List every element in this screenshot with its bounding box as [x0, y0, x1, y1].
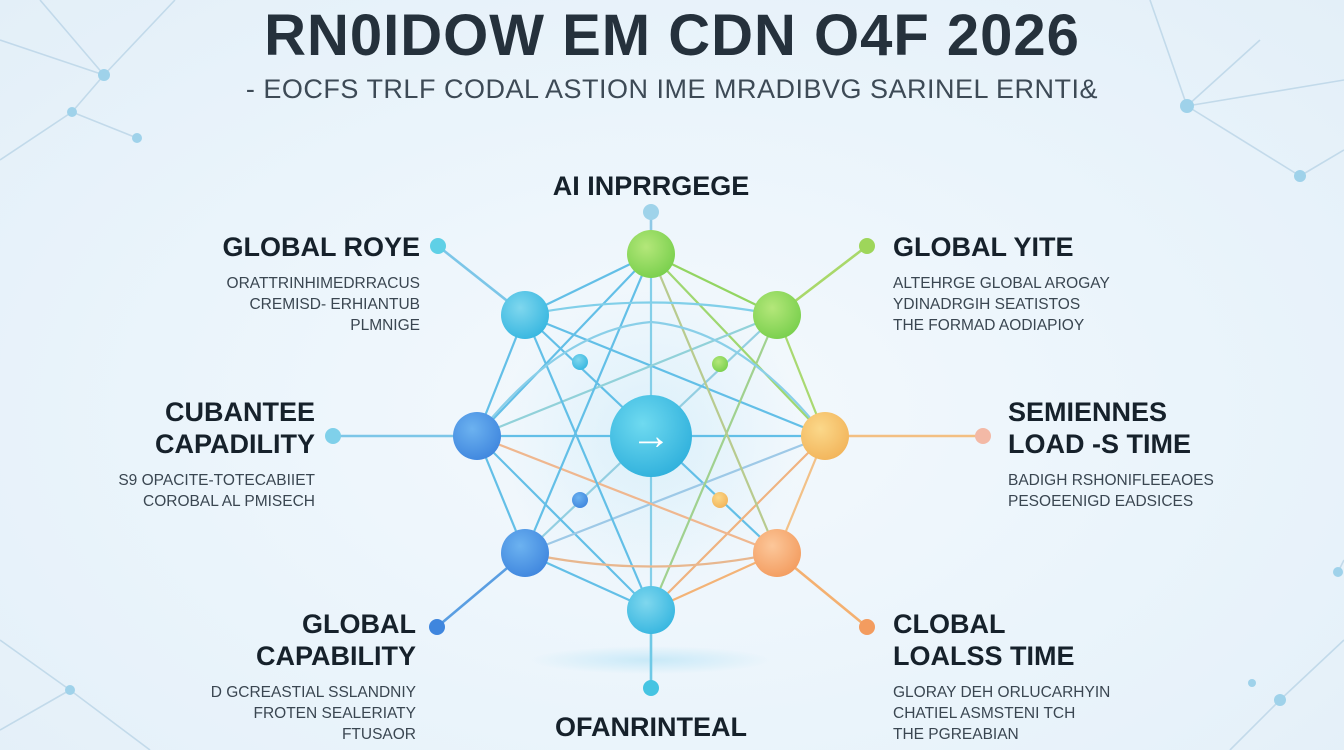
heading-line: LOAD -S TIME [1008, 429, 1191, 459]
node-top-left-heading: GLOBAL ROYE [170, 231, 420, 263]
desc-line: PLMNIGE [350, 317, 420, 334]
page-title: RN0IDOW EM CDN O4F 2026 [264, 3, 1080, 68]
node-mid-left: CUBANTEE CAPADILITY S9 OPACITE-TOTECABII… [70, 396, 315, 512]
node-top-left-desc: ORATTRINHIMEDRRACUS CREMISD- ERHIANTUB P… [170, 273, 420, 336]
desc-line: COROBAL AL PMISECH [143, 493, 315, 510]
hub-nodes [453, 230, 849, 634]
node-bottom-left-heading: GLOBAL CAPABILITY [170, 608, 416, 672]
desc-line: CHATIEL ASMSTENI TCH [893, 705, 1076, 722]
center-node [610, 395, 692, 477]
desc-line: BADIGH RSHONIFLEEAOES [1008, 472, 1214, 489]
desc-line: PESOEENIGD EADSICES [1008, 493, 1194, 510]
leader-endpoints [325, 204, 991, 696]
node-bottom-left: GLOBAL CAPABILITY D GCREASTIAL SSLANDNIY… [170, 608, 416, 745]
heading-line: GLOBAL ROYE [222, 232, 420, 262]
heading-line: CAPADILITY [155, 429, 315, 459]
desc-line: GLORAY DEH ORLUCARHYIN [893, 684, 1111, 701]
desc-line: ORATTRINHIMEDRRACUS [226, 275, 420, 292]
node-mid-right-desc: BADIGH RSHONIFLEEAOES PESOEENIGD EADSICE… [1008, 470, 1268, 512]
node-mid-right: SEMIENNES LOAD -S TIME BADIGH RSHONIFLEE… [1008, 396, 1268, 512]
arrow-right-icon[interactable]: → [631, 413, 671, 458]
desc-line: THE FORMAD AODIAPIOY [893, 317, 1085, 334]
desc-line: FROTEN SEALERIATY [253, 705, 417, 722]
heading-line: CAPABILITY [256, 641, 416, 671]
node-top-right-heading: GLOBAL YITE [893, 231, 1193, 263]
node-mid-right-heading: SEMIENNES LOAD -S TIME [1008, 396, 1268, 460]
desc-line: THE PGREABIAN [893, 726, 1019, 743]
page-subtitle: - EOCFS TRLF CODAL ASTION IME MRADIBVG S… [245, 74, 1099, 104]
heading-line: SEMIENNES [1008, 397, 1168, 427]
heading-line: CUBANTEE [164, 397, 315, 427]
node-bottom-right-heading: CLOBAL LOALSS TIME [893, 608, 1183, 672]
node-top-left: GLOBAL ROYE ORATTRINHIMEDRRACUS CREMISD-… [170, 231, 420, 336]
desc-line: CREMISD- ERHIANTUB [249, 296, 420, 313]
node-bottom-left-desc: D GCREASTIAL SSLANDNIY FROTEN SEALERIATY… [170, 682, 416, 745]
heading-line: GLOBAL YITE [893, 232, 1074, 262]
desc-line: YDINADRGIH SEATISTOS [893, 296, 1081, 313]
desc-line: ALTEHRGE GLOBAL AROGAY [893, 275, 1110, 292]
heading-line: GLOBAL [302, 609, 416, 639]
mesh-junctions [572, 354, 728, 508]
node-top-right: GLOBAL YITE ALTEHRGE GLOBAL AROGAY YDINA… [893, 231, 1193, 336]
node-bottom-right: CLOBAL LOALSS TIME GLORAY DEH ORLUCARHYI… [893, 608, 1183, 745]
hub-top-label: AI INPRRGEGE [552, 171, 750, 201]
heading-line: CLOBAL [893, 609, 1006, 639]
desc-line: FTUSAOR [341, 726, 416, 743]
node-mid-left-desc: S9 OPACITE-TOTECABIIET COROBAL AL PMISEC… [70, 470, 315, 512]
node-mid-left-heading: CUBANTEE CAPADILITY [70, 396, 315, 460]
node-bottom-right-desc: GLORAY DEH ORLUCARHYIN CHATIEL ASMSTENI … [893, 682, 1183, 745]
heading-line: LOALSS TIME [893, 641, 1075, 671]
hub-bottom-label: OFANRINTEAL [555, 712, 747, 742]
desc-line: D GCREASTIAL SSLANDNIY [210, 684, 416, 701]
node-top-right-desc: ALTEHRGE GLOBAL AROGAY YDINADRGIH SEATIS… [893, 273, 1193, 336]
desc-line: S9 OPACITE-TOTECABIIET [118, 472, 315, 489]
